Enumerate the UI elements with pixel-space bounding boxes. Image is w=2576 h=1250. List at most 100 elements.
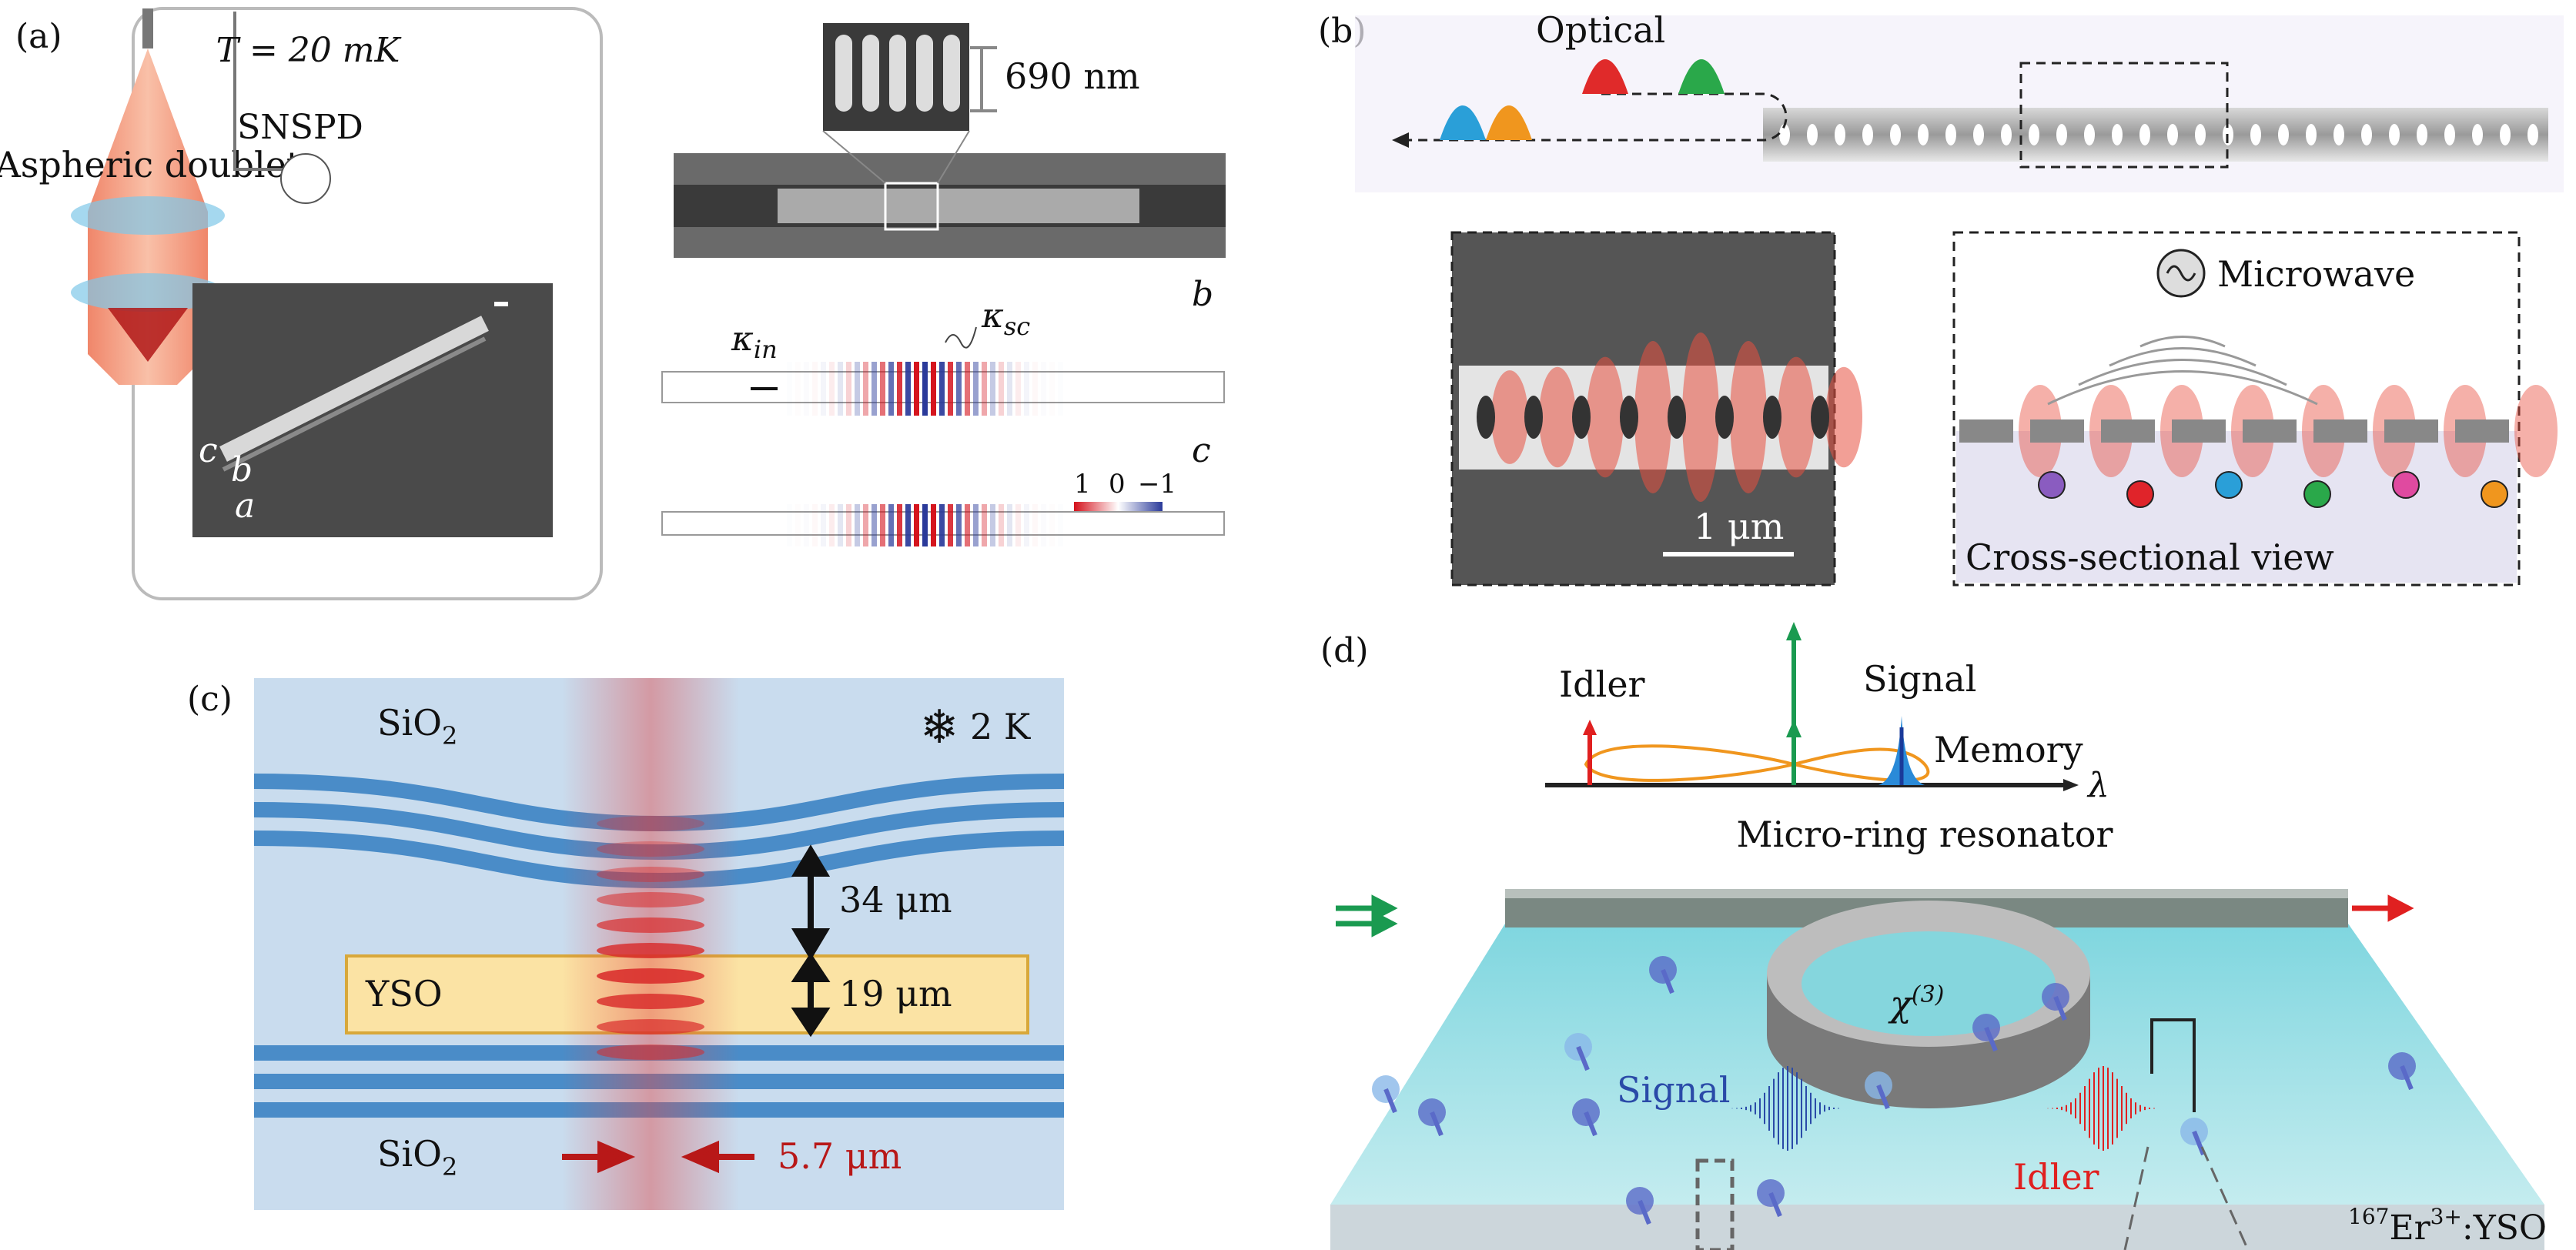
colorbar-tick-neg1: −1 [1138,469,1176,500]
axis-b-label: b [1192,275,1213,314]
spin-vector [1430,1111,1444,1137]
dimension-bracket [970,46,997,112]
field-stripe [1007,504,1012,546]
field-stripe [922,504,928,546]
idler-chip-label: Idler [2013,1156,2099,1198]
waveguide-hole [2472,124,2483,145]
field-stripe [914,362,919,416]
field-stripe [948,362,953,416]
field-stripe [888,362,894,416]
optical-label: Optical [1536,9,1665,51]
sem-device [219,316,489,462]
fringe [597,917,704,933]
field-stripe [880,362,885,416]
waveguide-hole [2112,124,2123,145]
field-stripe [1058,504,1063,546]
waveguide-hole [2195,124,2206,145]
pulse-green [1678,59,1725,94]
waveguide-segment [2384,419,2438,443]
sem-axis-c: c [199,431,218,470]
waveguide-hole [2527,124,2538,145]
signal-label: Signal [1863,658,1976,700]
field-stripe [973,362,979,416]
field-stripe [965,504,970,546]
field-stripe [787,504,792,546]
zoom-line [2200,1146,2250,1250]
waveguide-segment [2101,419,2155,443]
sem-hole [1524,396,1543,439]
mode-field-top [787,362,1055,416]
electrode [2150,1018,2196,1112]
field-stripe [888,504,894,546]
field-stripe [931,362,936,416]
panel-c-label: (c) [187,680,233,719]
field-stripe [982,362,987,416]
field-stripe [1049,362,1055,416]
field-stripe [982,504,987,546]
er-ion [2481,480,2508,508]
field-stripe [914,504,919,546]
signal-chip-label: Signal [1617,1069,1730,1111]
fringe [597,968,704,984]
bus-waveguide-top [1505,889,2348,898]
field-stripe [999,362,1004,416]
field-stripe [795,362,801,416]
waveguide-hole [2001,124,2012,145]
scale-bar-label: 1 μm [1694,506,1784,547]
waveguide-hole [1862,124,1873,145]
panel-a: (a) Aspheric doublet SNSPD T = 20 mK c b… [0,7,1226,600]
field-stripe [1015,504,1021,546]
snowflake-icon: ❄ [920,700,958,754]
field-stripe [922,362,928,416]
waveguide-segment [2172,419,2226,443]
waveguide-hole [1945,124,1956,145]
field-stripe [1041,362,1046,416]
er-ion [2215,471,2243,499]
waveguide-hole [2167,124,2178,145]
waveguide-segment [2455,419,2509,443]
waveguide-hole [1807,124,1818,145]
snspd-label: SNSPD [237,108,363,147]
waveguide-hole [1779,124,1790,145]
micro-ring [1767,901,2090,1108]
field-stripe [973,504,979,546]
field-stripe [1032,362,1038,416]
field-stripe [1015,362,1021,416]
fringe [597,841,704,857]
zoom-line [937,130,970,184]
spin-vector [1383,1088,1397,1114]
temperature-label: 2 K [970,706,1032,747]
field-stripe [821,504,826,546]
field-stripe [855,504,860,546]
resonator-title: Micro-ring resonator [1737,814,2113,855]
spin-vector [2400,1065,2414,1091]
spin-vector [1768,1192,1782,1218]
ion-zoom-box [1695,1158,1735,1250]
input-arrows [1336,894,1398,938]
er-ion [2303,480,2331,508]
panel-d-label: (d) [1320,631,1369,670]
waveguide-hole [2056,124,2067,145]
waveguide-segment [1959,419,2013,443]
waveguide-hole [1890,124,1901,145]
scatter-wave-icon [945,326,977,349]
sem-hole [1763,396,1781,439]
field-stripe [905,504,911,546]
field-stripe [905,362,911,416]
waveguide [1763,108,2548,162]
zoom-line [2123,1146,2149,1250]
kappa-in: κin [731,319,778,364]
er-ion [2126,480,2154,508]
waveguide-hole [2306,124,2317,145]
mode-lobe [2514,385,2558,477]
microwave-waves [2047,336,2318,406]
spectrum [1583,622,1925,785]
lens-2 [71,273,225,312]
waveguide-segment [2243,419,2297,443]
field-stripe [863,362,868,416]
field-stripe [948,504,953,546]
kappa-sc: κsc [981,296,1030,341]
colorbar-tick-0: 0 [1109,469,1126,500]
field-stripe [787,362,792,416]
